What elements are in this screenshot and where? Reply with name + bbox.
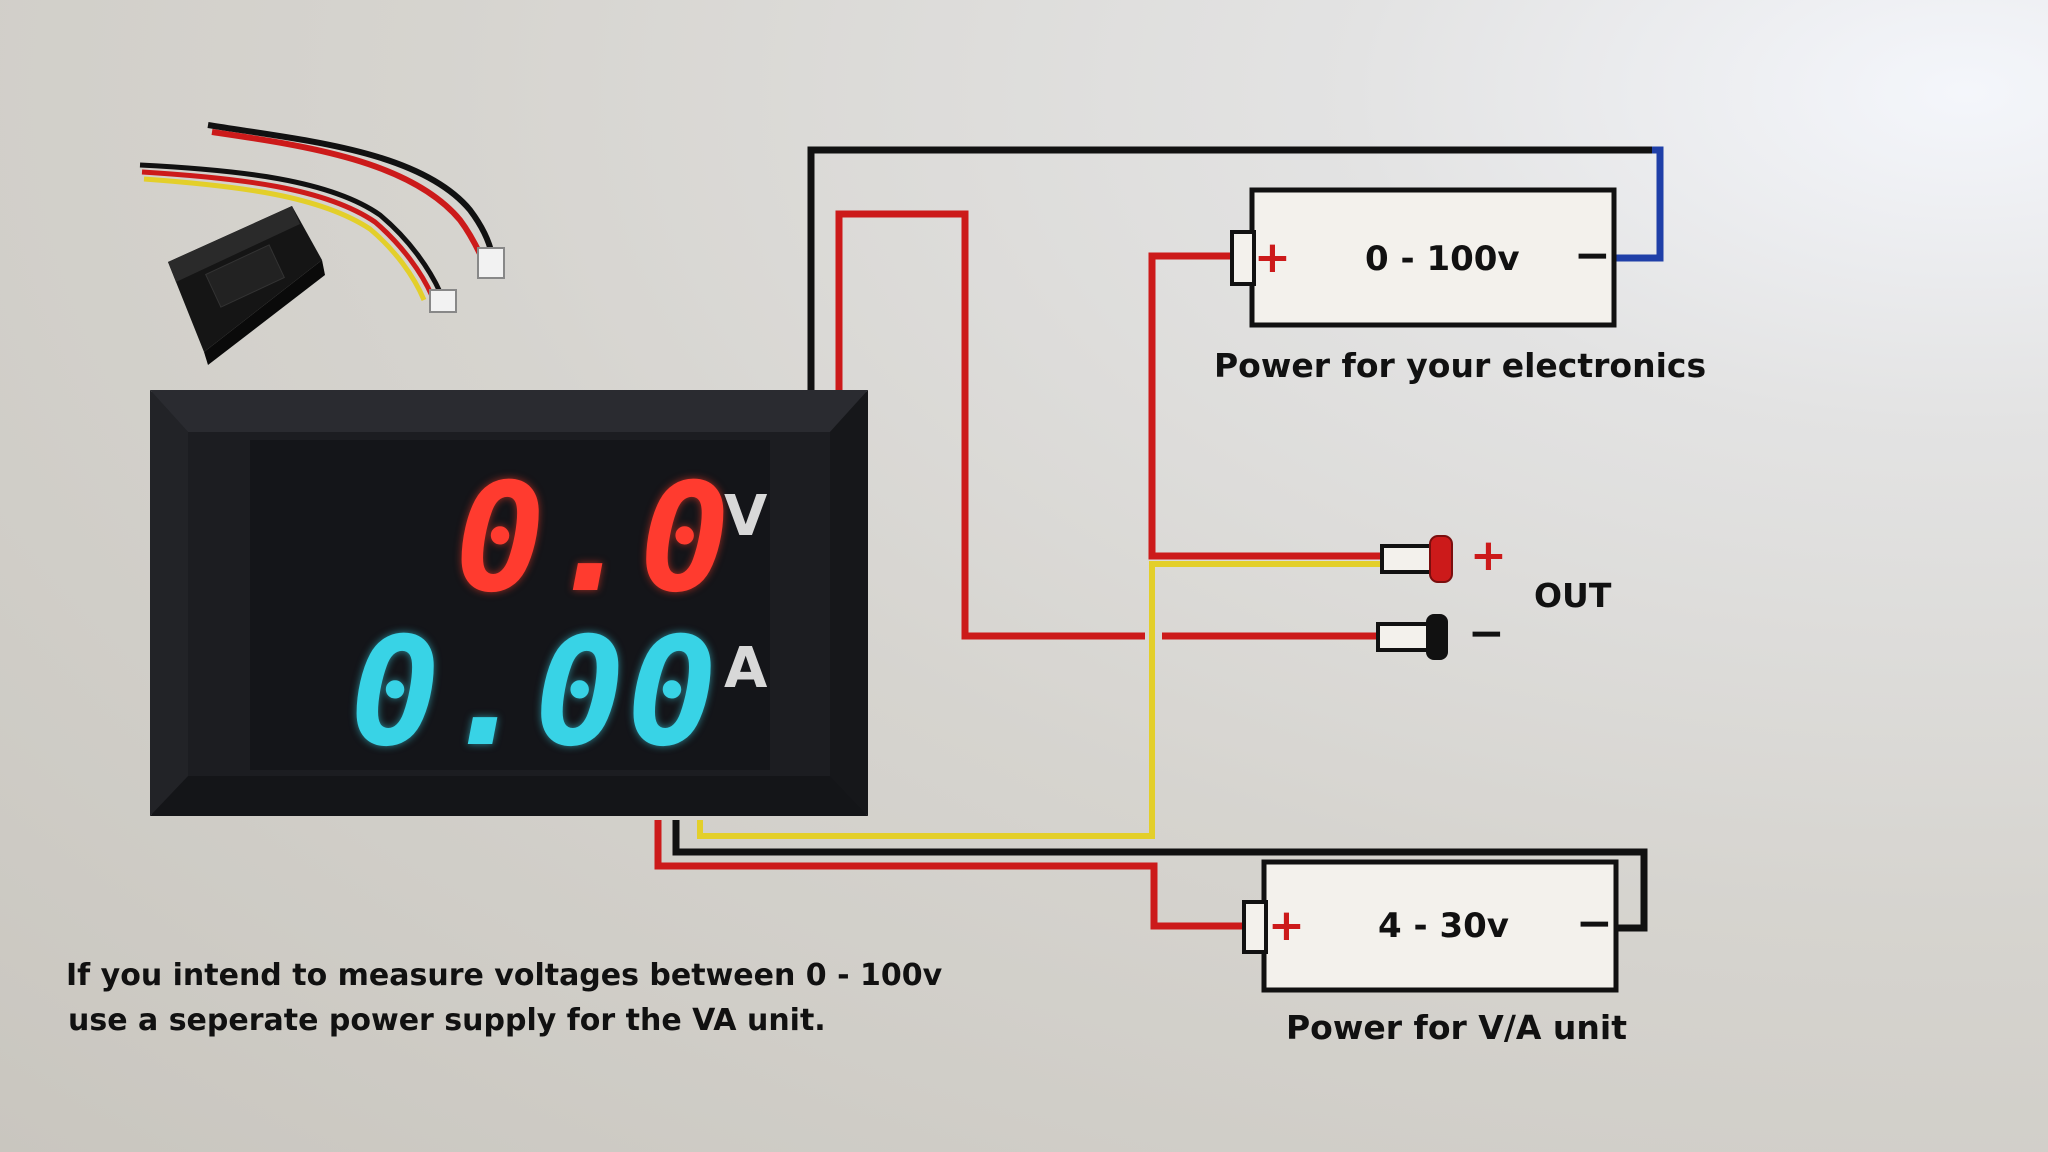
meter-battery: [1242, 859, 1619, 993]
current-unit: A: [724, 636, 768, 701]
meter-negative-wire: [672, 820, 1648, 932]
shunt-red-wire: [835, 210, 1145, 640]
meter-minus-sign: −: [1576, 898, 1613, 949]
voltage-sense-wire: [697, 561, 1382, 839]
load-negative-wire-blue: [1612, 146, 1664, 262]
wires: [654, 146, 1664, 932]
out-negative-terminal: [1376, 614, 1448, 660]
out-minus-sign: −: [1468, 608, 1505, 659]
module-photo: [139, 122, 505, 365]
load-plus-sign: +: [1254, 232, 1291, 283]
voltage-reading: 0.0: [455, 452, 732, 626]
meter-positive-wire: [654, 820, 1244, 930]
out-label: OUT: [1534, 576, 1612, 615]
meter-range: 4 - 30v: [1378, 906, 1509, 946]
load-range: 0 - 100v: [1365, 239, 1520, 279]
meter-caption: Power for V/A unit: [1286, 1008, 1627, 1047]
load-negative-wire: [807, 146, 1652, 392]
current-reading: 0.00: [350, 606, 720, 780]
note-line-2: use a seperate power supply for the VA u…: [68, 1003, 826, 1038]
out-plus-sign: +: [1470, 530, 1507, 581]
out-positive-wire: [1148, 252, 1382, 560]
load-caption: Power for your electronics: [1214, 346, 1707, 385]
va-meter: [150, 390, 868, 816]
note-line-1: If you intend to measure voltages betwee…: [66, 958, 943, 993]
out-positive-terminal: [1380, 535, 1453, 583]
load-battery: [1230, 187, 1617, 328]
voltage-unit: V: [724, 484, 768, 549]
meter-plus-sign: +: [1268, 900, 1305, 951]
load-minus-sign: −: [1574, 230, 1611, 281]
